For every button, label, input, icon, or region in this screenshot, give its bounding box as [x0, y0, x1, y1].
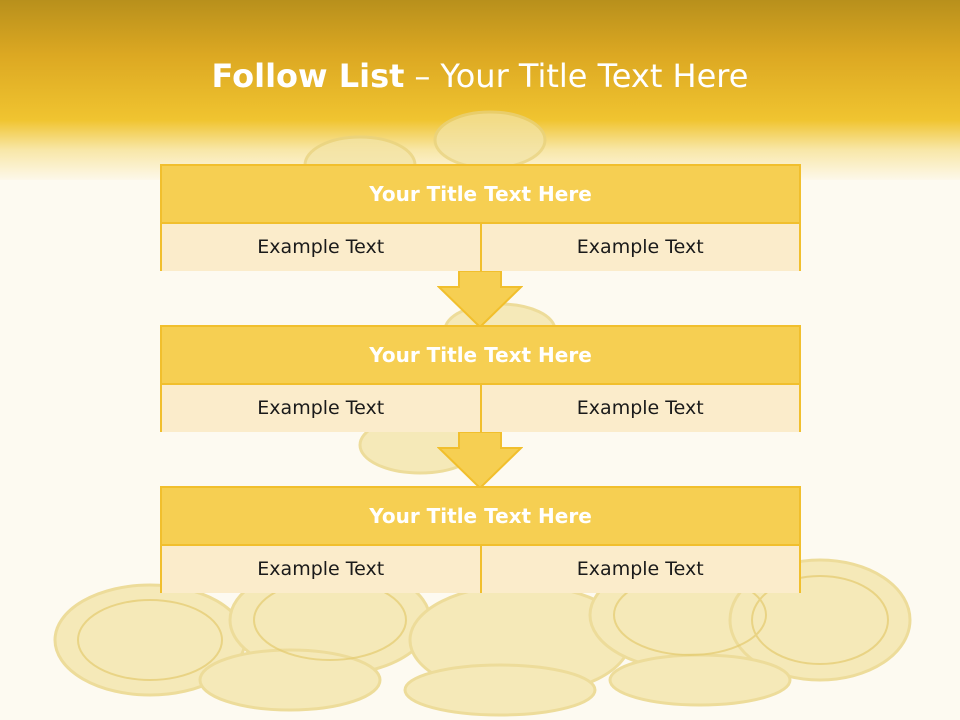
step-block-cell-right: Example Text: [479, 224, 799, 271]
step-block-cell-left: Example Text: [162, 385, 480, 432]
step-block-row: Example Text Example Text: [162, 385, 799, 432]
slide-title: Follow List–Your Title Text Here: [0, 55, 960, 97]
step-block-row: Example Text Example Text: [162, 546, 799, 593]
step-block-title: Your Title Text Here: [162, 488, 799, 546]
slide-title-separator: –: [414, 57, 431, 95]
down-arrow-1: [437, 271, 523, 329]
step-block-cell-left: Example Text: [162, 546, 480, 593]
down-arrow-2: [437, 432, 523, 490]
step-block-row: Example Text Example Text: [162, 224, 799, 271]
step-block-1: Your Title Text Here Example Text Exampl…: [160, 164, 801, 271]
step-block-title: Your Title Text Here: [162, 166, 799, 224]
step-block-cell-right: Example Text: [479, 385, 799, 432]
slide-title-bold: Follow List: [211, 57, 405, 95]
step-block-cell-right: Example Text: [479, 546, 799, 593]
slide-title-rest: Your Title Text Here: [440, 57, 749, 95]
step-block-3: Your Title Text Here Example Text Exampl…: [160, 486, 801, 593]
step-block-2: Your Title Text Here Example Text Exampl…: [160, 325, 801, 432]
step-block-cell-left: Example Text: [162, 224, 480, 271]
step-block-title: Your Title Text Here: [162, 327, 799, 385]
